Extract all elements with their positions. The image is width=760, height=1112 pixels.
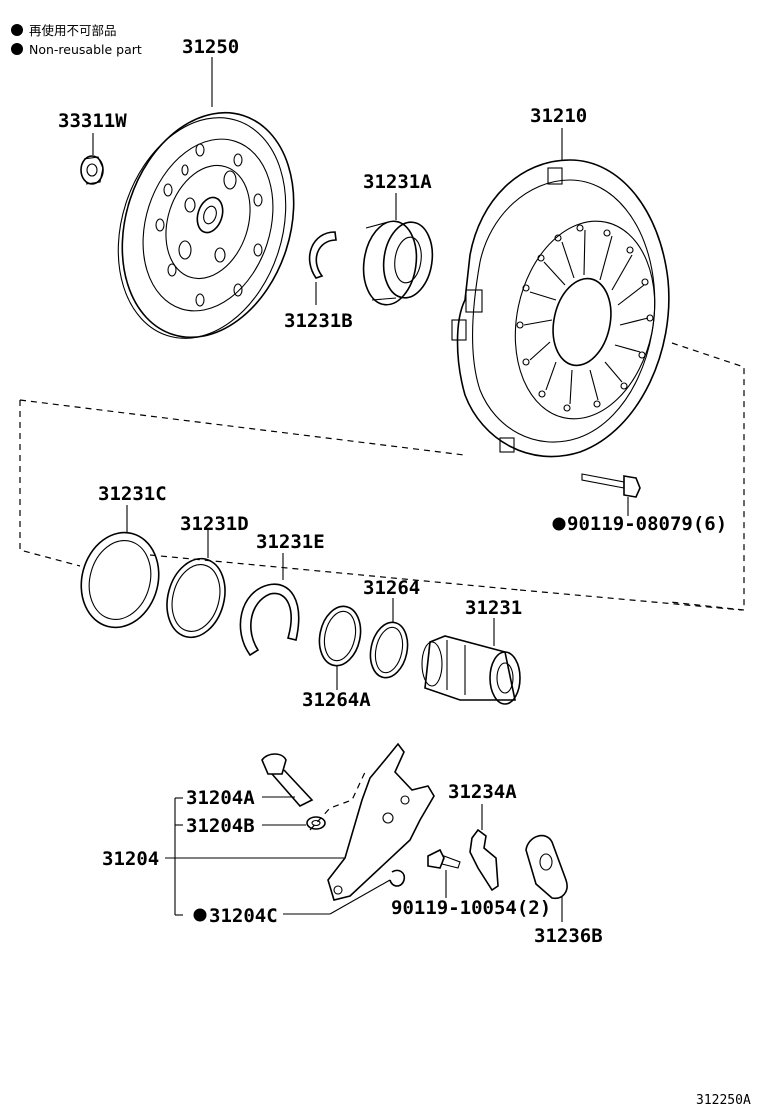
fork-boot [525, 834, 568, 922]
label-31231b: 31231B [284, 310, 353, 332]
non-reusable-dot-icon [193, 908, 207, 922]
clutch-disc [117, 57, 295, 339]
label-31250: 31250 [182, 36, 239, 58]
label-31210: 31210 [530, 105, 587, 127]
legend: 再使用不可部品 Non-reusable part [11, 23, 142, 57]
legend-japanese: 再使用不可部品 [29, 23, 117, 38]
label-31234a: 31234A [448, 781, 517, 803]
assembly-bracket [165, 796, 391, 916]
bearing-sleeve [421, 618, 521, 705]
seal-ring-c [80, 505, 160, 629]
fork-bolt [427, 848, 461, 898]
part-labels: 31250 33311W 31210 31231A 31231B 31231C … [58, 36, 727, 947]
label-31264: 31264 [363, 577, 420, 599]
pivot-pin [261, 753, 314, 807]
label-31236b: 31236B [534, 925, 603, 947]
label-90119-10054: 90119-10054(2) [391, 897, 551, 919]
pivot-washer [306, 816, 326, 830]
pilot-bearing [80, 133, 104, 185]
snap-ring [308, 231, 337, 305]
ring-d [166, 530, 226, 639]
release-bearing-hub [362, 193, 434, 306]
spring-clip [469, 804, 499, 892]
label-31204: 31204 [102, 848, 159, 870]
diagram-reference-id: 312250A [696, 1093, 751, 1108]
label-31231: 31231 [465, 597, 522, 619]
legend-english: Non-reusable part [29, 42, 142, 57]
label-31204b: 31204B [186, 815, 255, 837]
non-reusable-dot-icon [11, 43, 23, 55]
label-90119-08079: 90119-08079(6) [567, 513, 727, 535]
non-reusable-dot-icon [11, 24, 23, 36]
fork-clip [389, 869, 406, 887]
label-31264a: 31264A [302, 689, 371, 711]
dashed-outline [19, 342, 745, 611]
clutch-cover [451, 128, 670, 458]
label-31204a: 31204A [186, 787, 255, 809]
snap-ring-e [239, 553, 300, 657]
ring-31264 [369, 598, 409, 679]
label-31204c: 31204C [209, 905, 278, 927]
label-31231a: 31231A [363, 171, 432, 193]
label-31231e: 31231E [256, 531, 325, 553]
label-31231d: 31231D [180, 513, 249, 535]
non-reusable-dot-icon [552, 517, 566, 531]
release-fork [309, 742, 435, 901]
washer-a [318, 605, 362, 690]
cover-bolt [581, 473, 641, 516]
label-31231c: 31231C [98, 483, 167, 505]
label-33311w: 33311W [58, 110, 127, 132]
